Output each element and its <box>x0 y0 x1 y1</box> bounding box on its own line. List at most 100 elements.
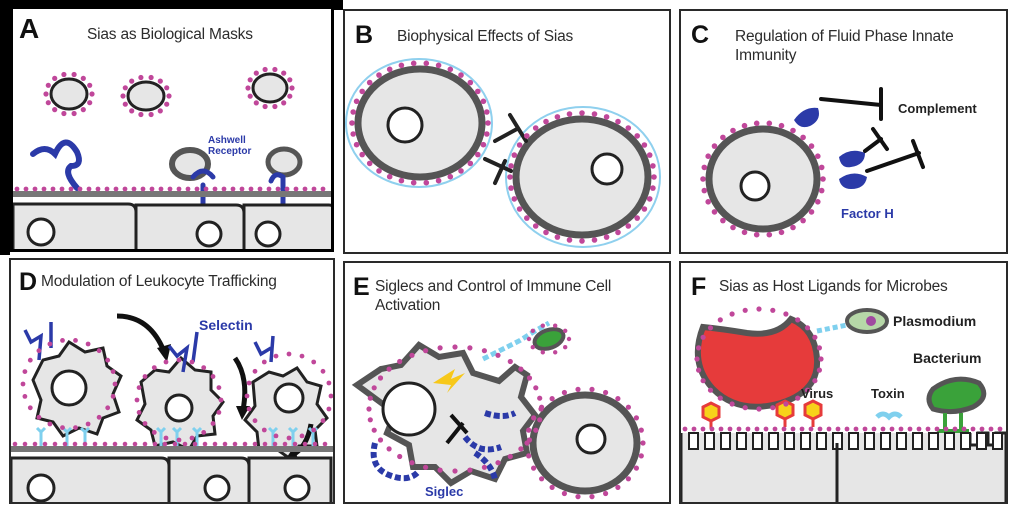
sialic-acid-dot <box>634 215 640 221</box>
sialic-acid-dot <box>423 179 430 186</box>
sialic-acid-dot <box>272 441 278 447</box>
sialic-acid-dot <box>889 426 895 432</box>
sialic-acid-dot <box>244 393 250 399</box>
sialic-acid-dot <box>907 426 913 432</box>
sialic-acid-dot <box>530 328 535 333</box>
sialic-acid-dot <box>96 414 102 420</box>
panel-title: Regulation of Fluid Phase Innate Immunit… <box>735 28 954 65</box>
sialic-acid-dot <box>397 358 403 365</box>
sialic-acid-dot <box>410 60 417 67</box>
sialic-acid-dot <box>266 186 272 192</box>
sialic-acid-dot <box>729 311 735 317</box>
sialic-acid-dot <box>742 307 748 313</box>
sialic-acid-dot <box>641 142 648 148</box>
sialic-acid-dot <box>818 164 825 171</box>
sialic-acid-dot <box>800 217 806 224</box>
sialic-acid-dot <box>292 441 298 447</box>
sialic-acid-dot <box>71 110 77 117</box>
ligand-stem <box>61 426 73 446</box>
panel-f-illustration <box>681 306 1006 502</box>
sialic-acid-dot <box>532 223 539 229</box>
sialic-acid-dot <box>730 127 736 134</box>
sialic-acid-dot <box>142 374 148 379</box>
sialic-acid-dot <box>312 441 318 447</box>
sialic-acid-dot <box>844 426 850 432</box>
sialic-acid-dot <box>45 100 51 106</box>
sialic-acid-dot <box>615 396 621 402</box>
sialic-acid-dot <box>242 441 248 447</box>
sialic-acid-dot <box>783 401 789 407</box>
sialic-acid-dot <box>518 446 524 452</box>
sialic-acid-dot <box>22 369 28 374</box>
sialic-acid-dot <box>696 367 702 373</box>
sialic-acid-dot <box>262 441 268 447</box>
sialic-acid-dot <box>543 118 549 125</box>
sialic-acid-dot <box>742 405 748 411</box>
sialic-acid-dot <box>467 160 474 167</box>
sialic-acid-dot <box>245 85 251 91</box>
villus <box>752 432 763 450</box>
floating-cell <box>126 80 166 112</box>
sialic-acid-dot <box>212 441 218 447</box>
sialic-acid-dot <box>110 369 116 374</box>
sialic-acid-dot <box>650 185 656 191</box>
sialic-acid-dot <box>71 71 77 78</box>
sialic-acid-dot <box>705 153 711 159</box>
sialic-acid-dot <box>43 91 49 97</box>
sialic-acid-dot <box>82 441 88 447</box>
villus <box>976 432 987 450</box>
sialic-acid-dot <box>615 229 621 236</box>
sialic-acid-dot <box>458 168 464 174</box>
sialic-acid-dot <box>138 111 144 118</box>
sialic-acid-dot <box>73 425 78 430</box>
sialic-acid-dot <box>778 122 785 129</box>
sialic-acid-dot <box>799 426 805 432</box>
plasmodium-label: Plasmodium <box>893 313 977 329</box>
ligand-stem <box>287 426 299 446</box>
sialic-acid-dot <box>232 441 238 447</box>
sialic-acid-dot <box>808 426 814 432</box>
toxin-label: Toxin <box>871 386 905 401</box>
sialic-acid-dot <box>281 70 287 76</box>
sialic-acid-dot <box>625 125 632 131</box>
sialic-acid-dot <box>452 344 458 350</box>
sialic-acid-dot <box>246 380 252 386</box>
sialic-acid-dot <box>970 426 976 432</box>
sialic-acid-dot <box>80 75 86 81</box>
sialic-acid-dot <box>481 464 487 470</box>
sialic-acid-dot <box>817 426 823 432</box>
sialic-acid-dot <box>73 338 78 343</box>
sialic-acid-dot <box>591 111 598 117</box>
sialic-acid-dot <box>129 78 135 84</box>
sialic-acid-dot <box>467 467 473 473</box>
sialic-acid-dot <box>553 323 558 328</box>
sialic-acid-dot <box>148 74 154 81</box>
sialic-acid-dot <box>634 133 640 139</box>
sialic-acid-dot <box>696 345 702 351</box>
sialic-acid-dot <box>253 70 259 76</box>
sialic-acid-dot <box>353 98 360 105</box>
sialic-acid-dot <box>561 389 567 396</box>
sialic-acid-dot <box>756 406 762 412</box>
villus <box>720 432 731 450</box>
sialic-acid-dot <box>952 426 958 432</box>
ligand-stem <box>171 426 183 446</box>
villus <box>912 432 923 450</box>
panel-title: Modulation of Leukocyte Trafficking <box>41 273 277 290</box>
sialic-acid-dot <box>808 209 815 215</box>
sialic-acid-dot <box>800 134 806 141</box>
sialic-acid-dot <box>790 224 796 231</box>
sialic-acid-dot <box>741 229 748 236</box>
sialic-acid-dot <box>741 122 748 129</box>
sialic-acid-dot <box>311 427 317 433</box>
complement-label: Complement <box>898 101 977 116</box>
sialic-acid-dot <box>202 441 208 447</box>
sialic-acid-dot <box>262 66 268 73</box>
sialic-acid-dot <box>641 206 648 212</box>
sialic-acid-dot <box>603 490 609 497</box>
sialic-acid-dot <box>700 176 706 182</box>
sialic-acid-dot <box>711 143 718 149</box>
sialic-acid-dot <box>804 325 811 331</box>
sialic-acid-dot <box>60 425 65 430</box>
floating-cell <box>49 77 89 111</box>
